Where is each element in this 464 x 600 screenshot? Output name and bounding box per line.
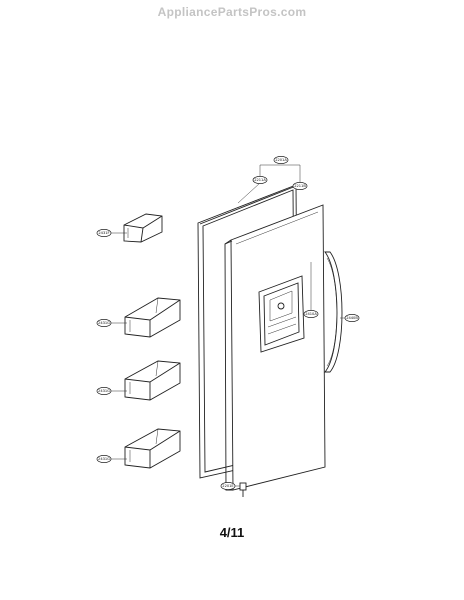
- callout-gasket-right: 2211B: [292, 182, 308, 190]
- callout-shelf-2: 2431G: [96, 387, 112, 395]
- callout-label: 2211A: [254, 178, 266, 182]
- callout-gasket-group: 2201A: [273, 156, 289, 164]
- leader-lines: [110, 164, 346, 487]
- callout-label: 2410A: [305, 312, 317, 316]
- callout-shelf-1: 2431G: [96, 319, 112, 327]
- door-bin-2: [124, 360, 181, 401]
- page-number: 4/11: [219, 525, 245, 540]
- callout-bubble: [344, 314, 360, 322]
- callout-bubble: [96, 229, 112, 237]
- door-handle: [324, 251, 343, 373]
- callout-label: 2431G: [98, 389, 110, 393]
- callout-handle-cover: 2440B: [344, 314, 360, 322]
- callout-label: 2440B: [346, 316, 358, 320]
- callout-label: 2211B: [294, 184, 306, 188]
- callout-door-handle: 2410A: [303, 310, 319, 318]
- callout-bubble: [96, 455, 112, 463]
- callout-label: 2431G: [98, 457, 110, 461]
- hinge-cap: [239, 482, 247, 497]
- door-bin-3: [124, 428, 181, 469]
- dispenser-recess: [258, 275, 305, 353]
- callout-bubble: [96, 387, 112, 395]
- callout-tags: 2201A 2211A 2211B 2431F 2431G 2431G 2431G 2410A…: [96, 156, 360, 490]
- callout-bubble: [303, 310, 319, 318]
- callout-gasket-left: 2211A: [252, 176, 268, 184]
- watermark: AppliancePartsPros.com: [157, 5, 307, 19]
- callout-shelf-small: 2431F: [96, 229, 112, 237]
- callout-label: 2201E: [222, 484, 234, 488]
- callout-label: 2431F: [98, 231, 109, 235]
- door-bin-small: [123, 213, 163, 243]
- callout-label: 2201A: [275, 158, 287, 162]
- callout-label: 2431G: [98, 321, 110, 325]
- callout-hinge-cap: 2201E: [220, 482, 236, 490]
- callout-bubble: [292, 182, 308, 190]
- callout-bubble: [273, 156, 289, 164]
- callout-bubble: [220, 482, 236, 490]
- callout-shelf-3: 2431G: [96, 455, 112, 463]
- door-bin-1: [124, 297, 181, 338]
- callout-bubble: [96, 319, 112, 327]
- callout-bubble: [252, 176, 268, 184]
